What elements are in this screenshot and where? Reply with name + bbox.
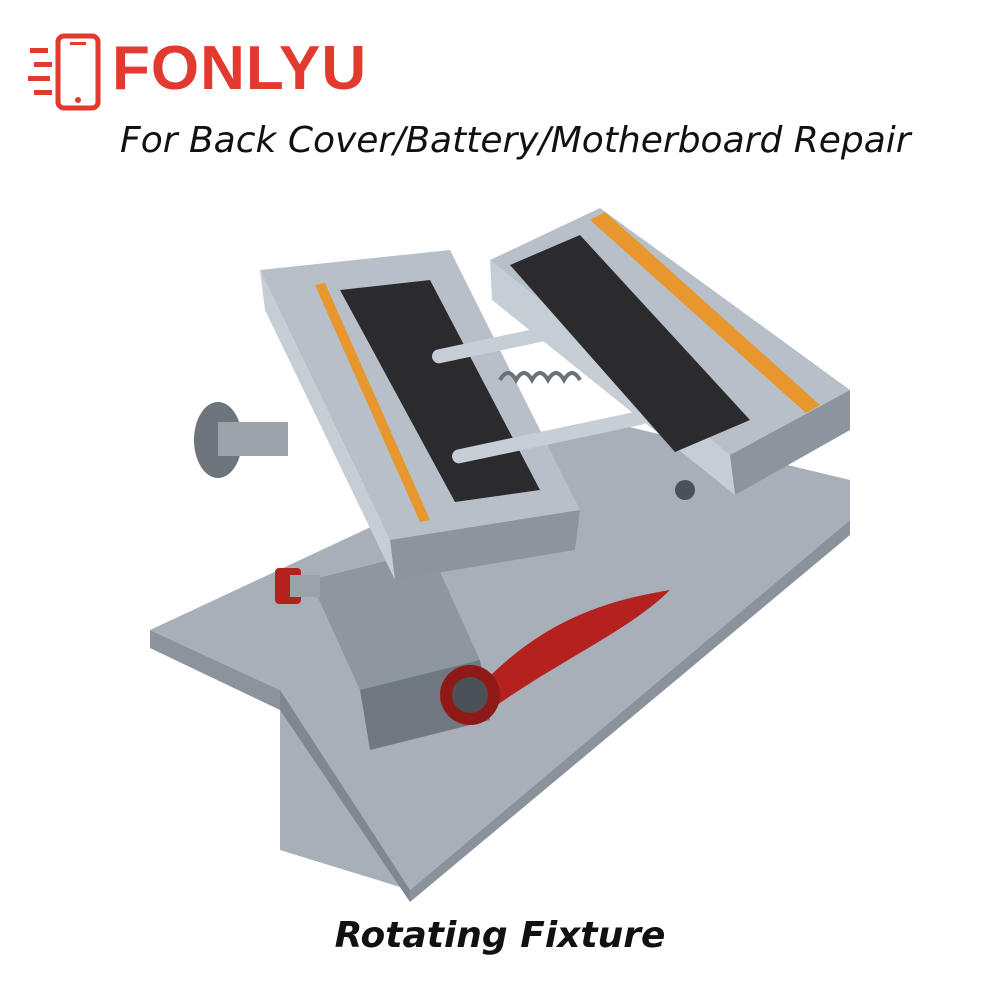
phone-icon [28, 33, 101, 111]
caption: Rotating Fixture [334, 915, 666, 956]
rotating-fixture-photo [150, 208, 850, 902]
subtitle: For Back Cover/Battery/Motherboard Repai… [120, 120, 911, 161]
brand-name: FONLYU [112, 34, 368, 103]
brand-logo: FONLYU [28, 28, 366, 118]
